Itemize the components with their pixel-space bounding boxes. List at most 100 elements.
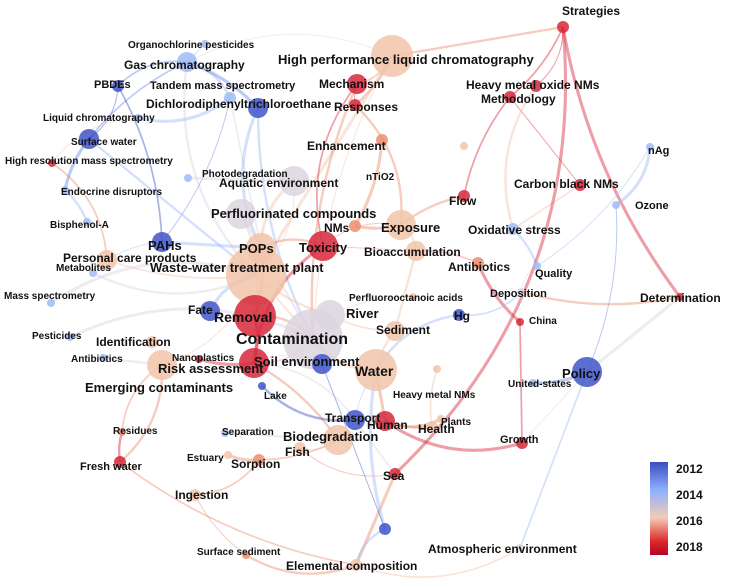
node-heavymetalnms[interactable] xyxy=(433,365,441,373)
node-ingestion[interactable] xyxy=(189,489,201,501)
node-antibiotics_l[interactable] xyxy=(99,354,107,362)
node-estuary[interactable] xyxy=(224,451,232,459)
node-china[interactable] xyxy=(516,318,524,326)
node-label-hrms: High resolution mass spectrometry xyxy=(5,156,173,167)
node-ddt[interactable] xyxy=(248,98,268,118)
node-separation[interactable] xyxy=(221,429,229,437)
node-river[interactable] xyxy=(315,300,345,330)
node-label-surfacesediment: Surface sediment xyxy=(197,547,281,558)
node-antibiotics_r[interactable] xyxy=(472,257,484,269)
node-exposure[interactable] xyxy=(386,210,416,240)
node-hg[interactable] xyxy=(453,309,465,321)
node-photodeg[interactable] xyxy=(184,174,192,182)
node-lake[interactable] xyxy=(258,382,266,390)
network-edge xyxy=(354,104,403,226)
node-toxicity[interactable] xyxy=(308,231,338,261)
node-water[interactable] xyxy=(355,349,397,391)
node-deposition[interactable] xyxy=(517,288,525,296)
node-label-pesticides: Pesticides xyxy=(32,331,82,342)
node-pesticides[interactable] xyxy=(66,333,74,341)
node-fate[interactable] xyxy=(200,301,220,321)
colorbar-tick-2018: 2018 xyxy=(676,540,703,554)
node-removal[interactable] xyxy=(234,295,276,337)
network-edge xyxy=(315,83,358,247)
node-label-methodology: Methodology xyxy=(481,92,556,106)
node-metabolites[interactable] xyxy=(89,269,97,277)
node-risk[interactable] xyxy=(239,348,269,378)
node-bisphenol[interactable] xyxy=(83,218,91,226)
node-aquatic[interactable] xyxy=(279,166,309,196)
node-quality[interactable] xyxy=(533,262,541,270)
node-pops[interactable] xyxy=(246,233,276,263)
node-ozone[interactable] xyxy=(612,201,620,209)
node-enhancement[interactable] xyxy=(376,134,388,146)
node-hub_lower[interactable] xyxy=(379,523,391,535)
node-surfacewater[interactable] xyxy=(79,129,99,149)
node-ntio2[interactable] xyxy=(460,142,468,150)
network-edge xyxy=(504,85,537,230)
node-sorption[interactable] xyxy=(253,454,265,466)
node-transport[interactable] xyxy=(345,410,365,430)
node-elemental[interactable] xyxy=(350,559,362,571)
node-pbdes[interactable] xyxy=(112,80,124,92)
node-pfoa[interactable] xyxy=(409,293,417,301)
node-label-bioaccum: Bioaccumulation xyxy=(364,245,461,259)
node-health[interactable] xyxy=(426,421,438,433)
node-pcp[interactable] xyxy=(97,250,117,270)
node-label-mechanism: Mechanism xyxy=(319,77,384,91)
node-label-photodeg: Photodegradation xyxy=(202,169,288,180)
node-sediment[interactable] xyxy=(385,321,405,341)
node-pahs[interactable] xyxy=(152,232,172,252)
node-ms[interactable] xyxy=(47,299,55,307)
network-edge xyxy=(161,97,231,243)
node-label-nms: NMs xyxy=(324,221,350,235)
node-label-atmospheric: Atmospheric environment xyxy=(428,542,577,556)
node-plants[interactable] xyxy=(437,415,445,423)
node-mechanism[interactable] xyxy=(347,74,367,94)
node-lc[interactable] xyxy=(134,114,142,122)
node-identification[interactable] xyxy=(146,336,158,348)
node-heavymetaloxide[interactable] xyxy=(530,80,542,92)
node-nms[interactable] xyxy=(349,220,361,232)
node-sea[interactable] xyxy=(389,468,401,480)
node-label-hplc: High performance liquid chromatography xyxy=(278,52,534,67)
node-biodeg[interactable] xyxy=(323,425,353,455)
node-label-soilenv: Soil environment xyxy=(254,354,360,369)
node-organochlorine[interactable] xyxy=(201,40,209,48)
node-nag[interactable] xyxy=(646,143,654,151)
node-surfacesediment[interactable] xyxy=(242,551,250,559)
node-label-growth: Growth xyxy=(500,434,539,446)
node-responses[interactable] xyxy=(349,99,361,111)
node-hplc[interactable] xyxy=(371,35,413,77)
node-methodology[interactable] xyxy=(504,91,516,103)
node-carbonblack[interactable] xyxy=(574,179,586,191)
node-freshwater[interactable] xyxy=(114,456,126,468)
node-strategies[interactable] xyxy=(557,21,569,33)
node-determination[interactable] xyxy=(676,293,684,301)
node-emerging[interactable] xyxy=(147,350,177,380)
node-unitedstates[interactable] xyxy=(529,379,537,387)
node-fish[interactable] xyxy=(294,442,306,454)
node-nanoplastics[interactable] xyxy=(195,355,203,363)
node-gc[interactable] xyxy=(177,52,197,72)
node-human[interactable] xyxy=(375,411,395,431)
node-growth[interactable] xyxy=(516,437,528,449)
node-label-elemental: Elemental composition xyxy=(286,559,417,573)
node-soilenv[interactable] xyxy=(312,354,332,374)
node-policy[interactable] xyxy=(572,357,602,387)
network-edge xyxy=(384,419,523,452)
node-flow[interactable] xyxy=(458,190,470,202)
node-label-flow: Flow xyxy=(449,194,477,208)
node-bioaccum[interactable] xyxy=(406,241,426,261)
node-label-fate: Fate xyxy=(188,303,213,317)
node-atmospheric[interactable] xyxy=(516,544,524,552)
node-hrms[interactable] xyxy=(48,159,56,167)
node-residues[interactable] xyxy=(118,428,126,436)
node-oxidative[interactable] xyxy=(507,223,519,235)
node-pfc[interactable] xyxy=(226,199,256,229)
node-wwtp[interactable] xyxy=(226,245,286,305)
node-tandem[interactable] xyxy=(224,92,236,104)
node-endocrine[interactable] xyxy=(61,186,69,194)
node-label-pahs: PAHs xyxy=(148,238,182,253)
network-edge xyxy=(354,473,397,566)
